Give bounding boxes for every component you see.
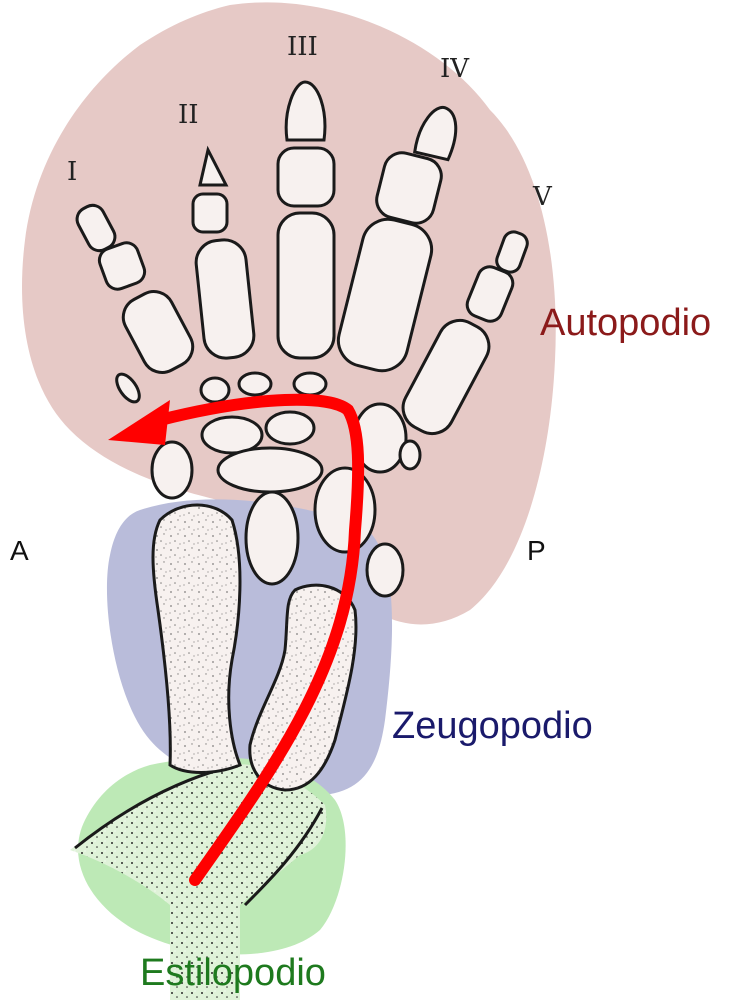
anterior-label: A [10,535,29,566]
digit-label-4: IV [440,54,470,84]
digit-1-bones [75,203,195,374]
radius-bone [151,503,242,774]
digit-label-5: V [532,182,553,212]
estilopodio-label: Estilopodio [140,952,326,994]
digit-label-1: I [67,157,77,187]
digit-2-bones [191,145,256,360]
digit-5-bones [401,230,529,436]
posterior-label: P [527,535,546,566]
zeugopodio-label: Zeugopodio [392,705,593,747]
development-arrow [108,393,365,886]
digit-3-bones [276,80,336,360]
digit-label-3: III [287,32,318,62]
digit-label-2: II [178,100,199,130]
autopodio-label: Autopodio [540,302,711,344]
digit-4-bones [336,105,458,373]
